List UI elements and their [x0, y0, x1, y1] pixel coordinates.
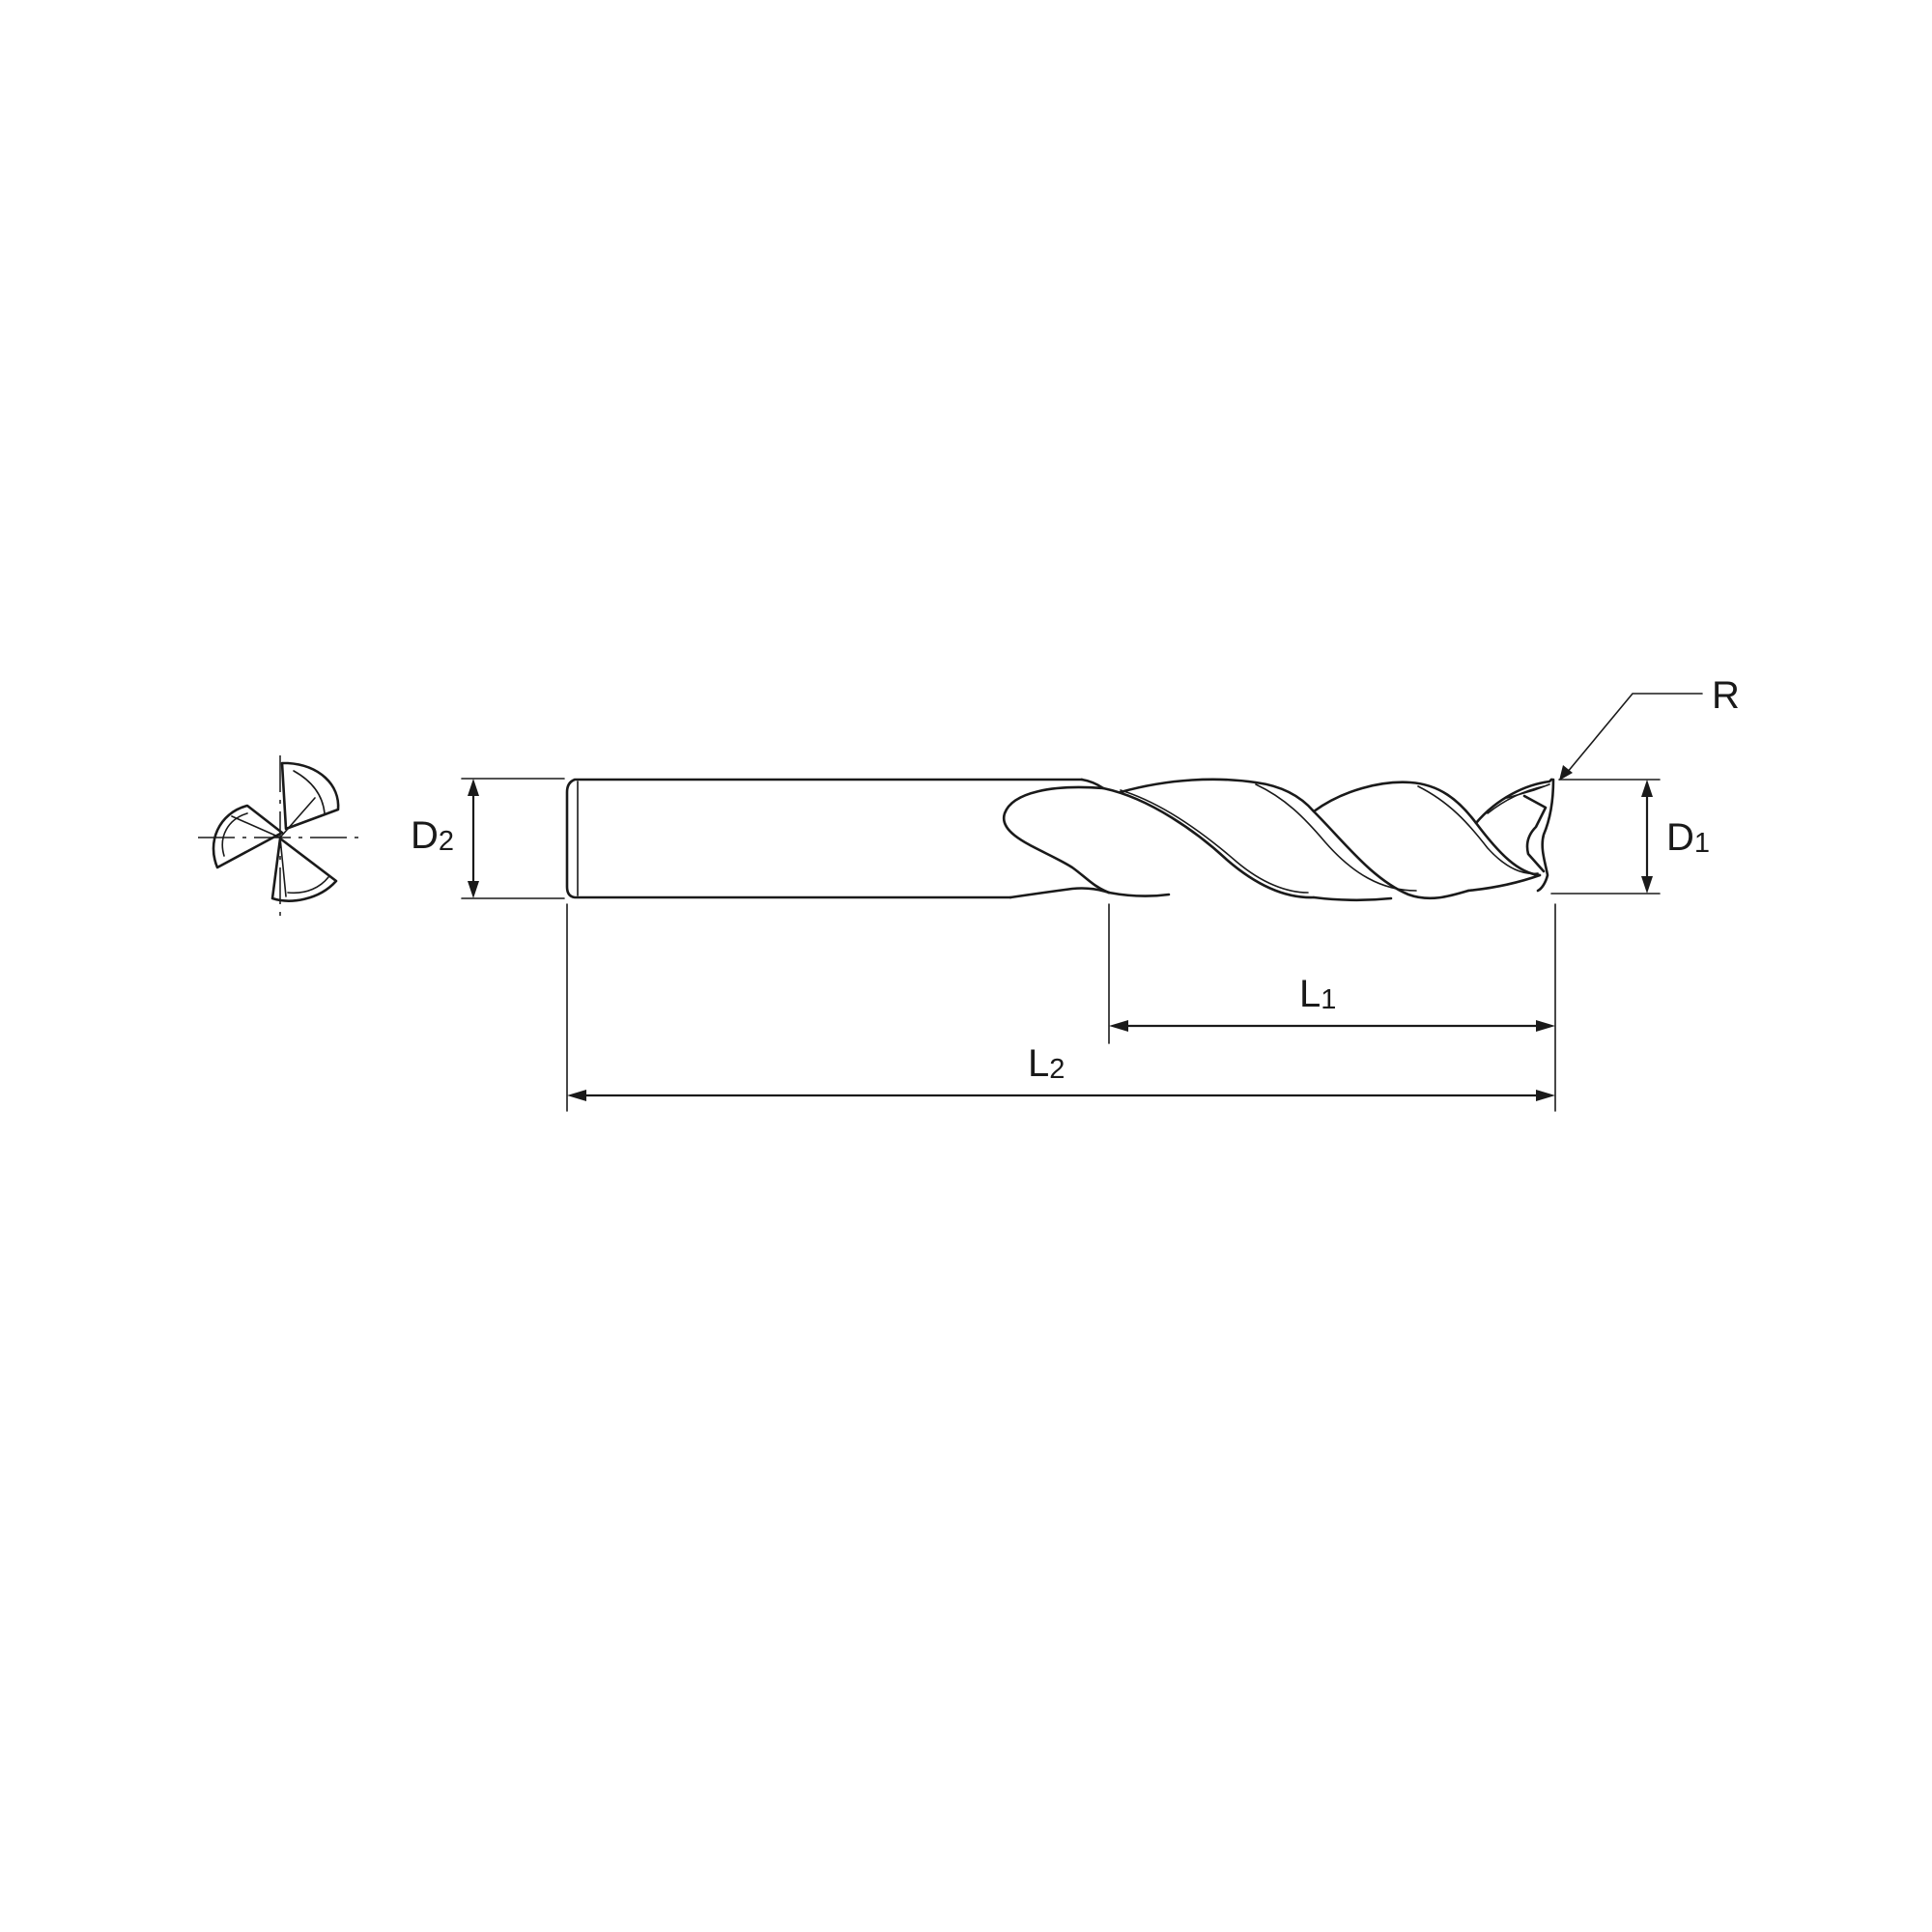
helix-edge-4	[1474, 778, 1553, 825]
cutting-tip	[1536, 778, 1555, 893]
d1-arrow-top	[1641, 780, 1653, 797]
flute-runout-lower	[1009, 887, 1111, 899]
l2-label: L2	[1028, 1042, 1065, 1085]
d2-dimension: D2	[411, 778, 565, 899]
helix-edge-2-land	[1255, 783, 1417, 892]
l2-arrow-right	[1536, 1090, 1555, 1101]
r-leader-arrow	[1559, 765, 1573, 781]
l1-dimension: L1	[1108, 903, 1556, 1112]
d2-arrow-bottom	[468, 881, 479, 898]
flute-runout	[1002, 778, 1111, 895]
end-mill-side-view	[565, 778, 1555, 902]
l2-dimension: L2	[566, 903, 1555, 1112]
l1-arrow-right	[1536, 1020, 1555, 1032]
helix-edge-1-land	[1120, 789, 1309, 894]
r-leader-line	[1566, 693, 1703, 774]
tip-flute-notch	[1522, 794, 1548, 873]
end-view	[198, 755, 362, 920]
r-dimension: R	[1559, 674, 1740, 781]
shank-outline	[565, 778, 1084, 899]
r-label: R	[1712, 674, 1740, 717]
l2-arrow-left	[567, 1090, 586, 1101]
end-view-cutting-edge-1	[231, 815, 281, 838]
helix-edge-2	[1119, 778, 1470, 900]
end-view-land-left	[221, 812, 248, 857]
l1-label: L1	[1299, 973, 1336, 1015]
d2-arrow-top	[468, 779, 479, 796]
end-view-cutting-edge-3	[279, 837, 287, 897]
end-view-flute-left	[212, 804, 284, 869]
helix-edge-1	[1101, 786, 1316, 899]
d1-dimension: D1	[1550, 779, 1710, 895]
helix-edge-3	[1312, 781, 1542, 877]
end-view-flute-top	[280, 761, 340, 831]
tip-face	[1506, 783, 1550, 799]
d1-arrow-bottom	[1641, 876, 1653, 894]
end-view-land-bottom	[287, 876, 329, 895]
helix-edge-3-land	[1417, 785, 1539, 875]
flute-body-bottom	[1107, 873, 1542, 902]
l1-arrow-left	[1109, 1020, 1128, 1032]
end-view-land-top	[293, 770, 326, 814]
end-view-flute-bottom	[270, 837, 338, 902]
d2-label: D2	[411, 814, 454, 857]
end-view-cutting-edge-2	[279, 797, 316, 838]
d1-label: D1	[1666, 816, 1710, 859]
